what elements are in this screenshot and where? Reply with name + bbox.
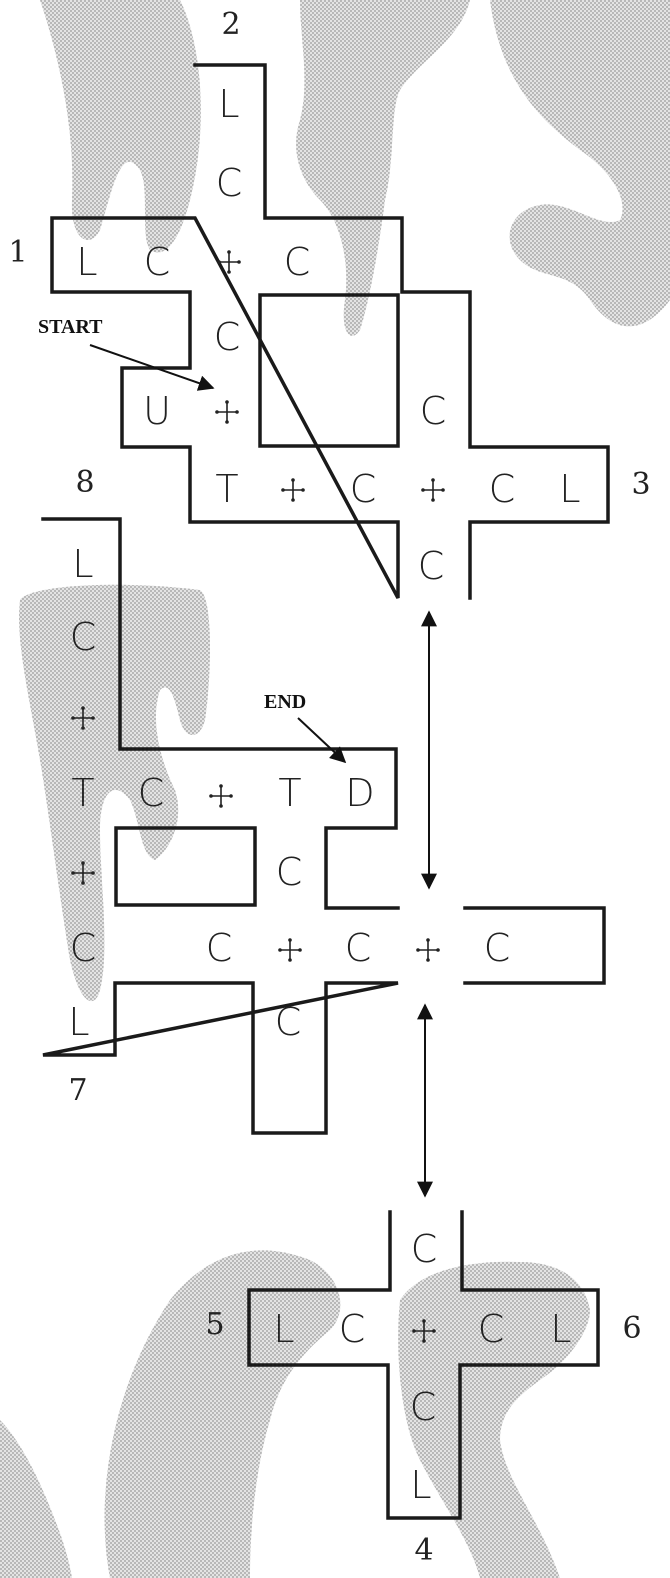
cell-letter: C xyxy=(138,771,165,815)
cell-letter: L xyxy=(72,542,93,586)
junction-cross-icon xyxy=(71,861,95,885)
wall-bottom-section xyxy=(247,1210,600,1520)
cell-letter: C xyxy=(206,926,233,970)
cell-letter: L xyxy=(68,1000,89,1044)
cells-middle: L C T C T D C C C C C L C xyxy=(68,542,510,1044)
start-end-markers: START END xyxy=(38,316,347,764)
start-label: START xyxy=(38,316,103,338)
drip-bottom-left xyxy=(0,1420,72,1578)
start-arrow xyxy=(89,344,215,391)
exit-number-4: 4 xyxy=(414,1533,433,1568)
cell-letter: L xyxy=(76,240,97,284)
end-arrow xyxy=(297,717,347,764)
cell-letter: T xyxy=(278,771,301,815)
cell-letter: C xyxy=(489,467,516,511)
junction-cross-icon xyxy=(217,250,241,274)
junction-cross-icon xyxy=(209,784,233,808)
cell-letter: L xyxy=(550,1307,571,1351)
cell-letter: C xyxy=(411,1227,438,1271)
exit-number-7: 7 xyxy=(68,1073,87,1108)
cell-letter: T xyxy=(215,467,238,511)
cell-letter: C xyxy=(350,467,377,511)
cell-letter: C xyxy=(284,240,311,284)
cell-letter: C xyxy=(214,315,241,359)
junction-cross-icon xyxy=(416,938,440,962)
cell-letter: L xyxy=(559,467,580,511)
cell-letter: C xyxy=(418,544,445,588)
cell-letter: C xyxy=(339,1307,366,1351)
cell-letter: C xyxy=(216,161,243,205)
drip-top-left xyxy=(40,0,201,253)
cell-letter: C xyxy=(420,389,447,433)
cell-letter: C xyxy=(275,1000,302,1044)
junction-cross-icon xyxy=(281,478,305,502)
junction-cross-icon xyxy=(412,1319,436,1343)
junction-cross-icon xyxy=(215,400,239,424)
cell-letter: C xyxy=(410,1385,437,1429)
junction-symbols xyxy=(71,250,445,1343)
cell-letter: L xyxy=(218,82,239,126)
cell-letter: C xyxy=(276,850,303,894)
cell-letter: L xyxy=(273,1307,294,1351)
exit-number-2: 2 xyxy=(221,7,240,42)
connectors xyxy=(417,610,437,1198)
exit-number-8: 8 xyxy=(75,465,94,500)
drip-bottom-right xyxy=(398,1261,590,1578)
cell-letter: C xyxy=(70,926,97,970)
cell-letter: C xyxy=(144,240,171,284)
junction-cross-icon xyxy=(278,938,302,962)
exit-number-6: 6 xyxy=(622,1311,641,1346)
cell-letter: C xyxy=(478,1307,505,1351)
drip-middle-left xyxy=(19,584,211,1002)
cell-letter: C xyxy=(345,926,372,970)
drip-bottom-center xyxy=(104,1250,341,1578)
cell-letter: L xyxy=(410,1463,431,1507)
end-label: END xyxy=(264,691,306,713)
cell-letter: C xyxy=(70,615,97,659)
wall-middle-section xyxy=(41,517,606,1135)
drip-top-center xyxy=(296,0,470,336)
exit-number-3: 3 xyxy=(631,467,650,502)
drip-top-right xyxy=(490,0,670,327)
cell-letter: C xyxy=(484,926,511,970)
junction-cross-icon xyxy=(421,478,445,502)
exit-number-1: 1 xyxy=(8,235,27,270)
cell-letter: U xyxy=(143,389,171,433)
cells-bottom: C L C C L C L xyxy=(273,1227,571,1507)
exit-number-5: 5 xyxy=(205,1307,224,1342)
wall-middle-inner-box xyxy=(114,826,257,907)
cell-letter: T xyxy=(71,771,94,815)
wall-top-inner-box xyxy=(258,293,400,448)
cells-top: L C L C C C U C T C C L C xyxy=(76,82,580,588)
cell-letter: D xyxy=(345,771,374,815)
exit-numbers: 2 1 8 3 7 5 6 4 xyxy=(8,7,650,1568)
junction-cross-icon xyxy=(71,706,95,730)
